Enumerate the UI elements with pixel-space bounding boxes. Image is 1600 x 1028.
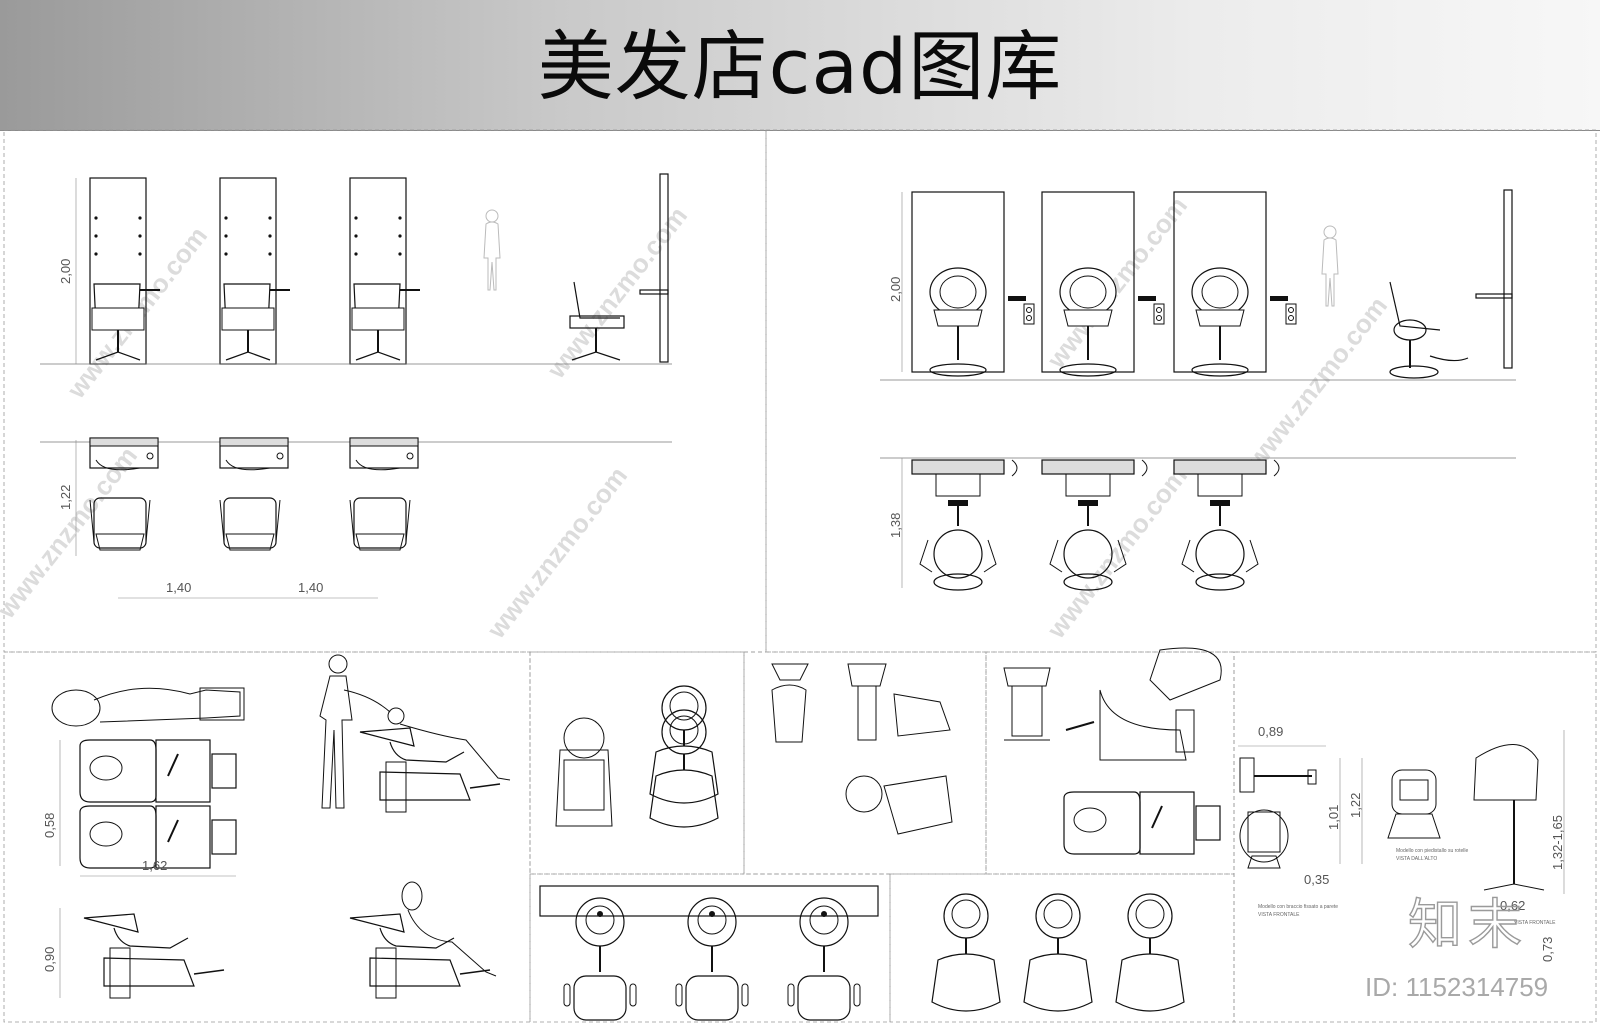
panel-basin-row [539, 885, 879, 1021]
seated-client-2 [401, 881, 497, 977]
watermark-text: www.znzmo.com [480, 461, 633, 645]
panel-wash-chair [1003, 647, 1222, 855]
title-banner: 美发店cad图库 [0, 0, 1600, 131]
asset-id-label: ID: 1152314759 [1365, 972, 1549, 1002]
side-booth-chair [1389, 189, 1513, 379]
stylist-figure [319, 654, 391, 809]
watermark-layer: www.znzmo.com www.znzmo.com www.znzmo.co… [0, 191, 1393, 645]
note-text: VISTA FRONTALE [1514, 920, 1556, 926]
dimension-label: 0,62 [1500, 898, 1525, 913]
panel-booths: 2,00 1,38 [880, 189, 1516, 591]
dimension-label: 0,89 [1258, 724, 1283, 739]
page-title: 美发店cad图库 [537, 22, 1063, 111]
panel-wash-units: 0,58 1,62 0,90 [42, 654, 511, 999]
dimension-label: 1,40 [166, 580, 191, 595]
dimension-label: 0,58 [42, 813, 57, 838]
reclined-person [51, 687, 245, 727]
dimension-label: 1,32-1,65 [1550, 815, 1565, 870]
watermark-text: www.znzmo.com [1240, 291, 1393, 475]
dimension-label: 2,00 [58, 259, 73, 284]
basin-elev [555, 717, 613, 827]
note-text: Modello con braccio fissato a parete [1258, 904, 1338, 910]
dimension-label: 1,22 [1348, 793, 1363, 818]
brand-watermark: 知末 [1407, 892, 1528, 956]
note-text: VISTA FRONTALE [1258, 912, 1300, 918]
panel-basin-chairs [931, 893, 1185, 1012]
panel-wash-stations [771, 663, 953, 835]
side-chair [569, 173, 669, 363]
dimension-label: 0,73 [1540, 937, 1555, 962]
dimension-label: 1,40 [298, 580, 323, 595]
note-text: VISTA DALL'ALTO [1396, 856, 1437, 862]
watermark-text: www.znzmo.com [1040, 461, 1193, 645]
dimension-label: 1,22 [58, 485, 73, 510]
dimension-label: 1,38 [888, 513, 903, 538]
dimension-label: 0,90 [42, 947, 57, 972]
panel-basins [555, 685, 719, 828]
panel-dryers: 0,89 1,01 1,22 0,35 1,32-1,65 0,73 0,62 … [1238, 724, 1565, 962]
dimension-label: 1,01 [1326, 805, 1341, 830]
dimension-label: 2,00 [888, 277, 903, 302]
panel-frames [3, 129, 1597, 1023]
panel-styling-stations: 2,00 1,22 1,40 1,40 [40, 173, 672, 599]
seated-client [387, 707, 511, 781]
note-text: Modello con piedistallo su rotelle [1396, 848, 1468, 854]
dimension-label: 1,62 [142, 858, 167, 873]
watermark-text: www.znzmo.com [540, 201, 693, 385]
dimension-label: 0,35 [1304, 872, 1329, 887]
